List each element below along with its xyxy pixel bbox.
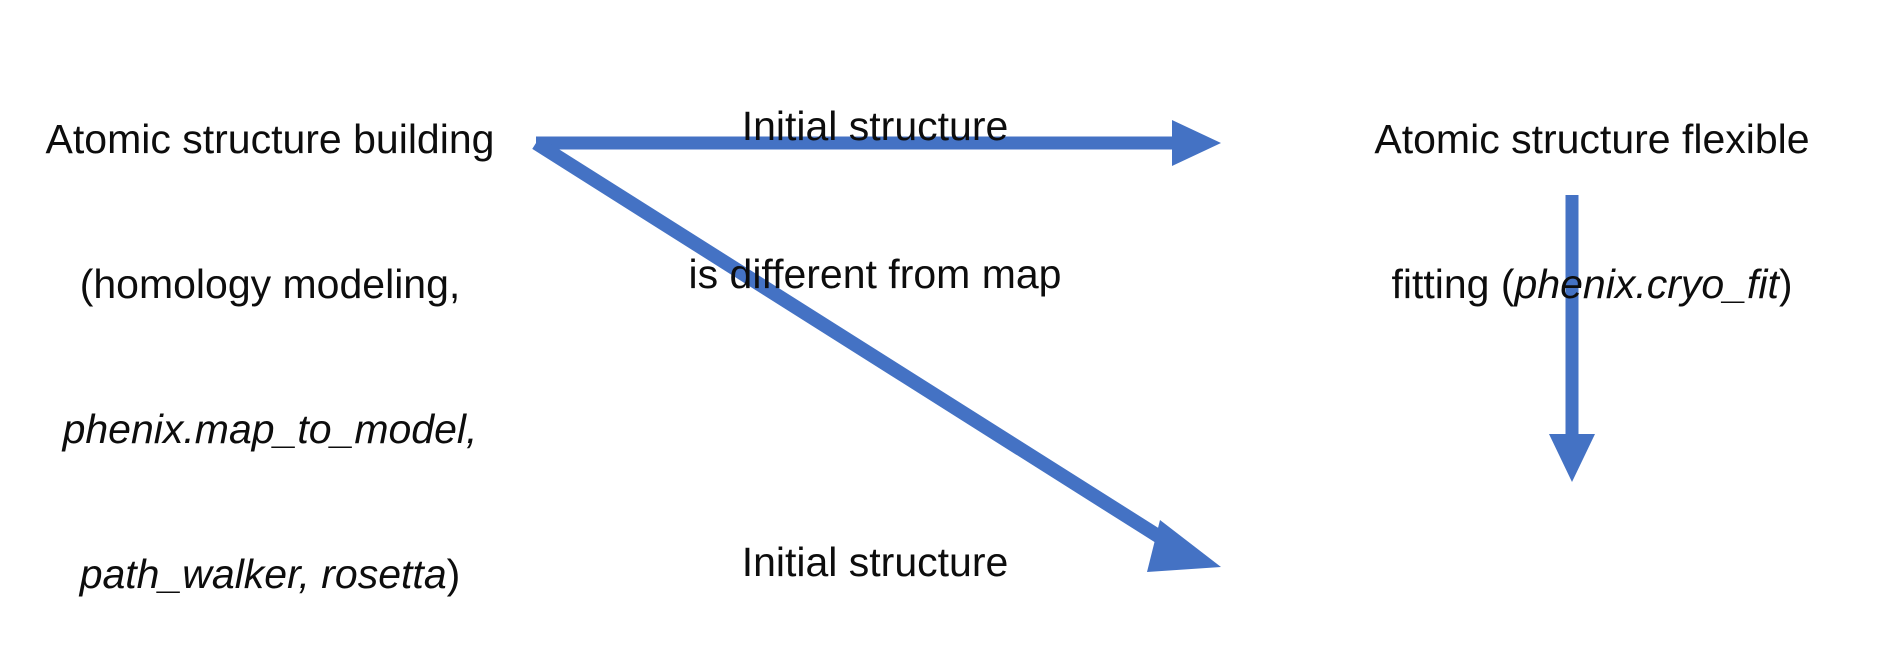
edge-label-different-line-2: is different from map	[688, 250, 1062, 297]
node-building-line-4-close: )	[446, 551, 461, 598]
node-building-line-1: Atomic structure building	[45, 115, 495, 162]
node-building-line-4: path_walker, rosetta)	[0, 550, 540, 598]
node-building-line-4-italic: path_walker, rosetta	[79, 551, 447, 598]
node-refinement-line-1: Atomic structure refinement	[1286, 659, 1884, 662]
node-atomic-structure-flexible-fitting: Atomic structure flexible fitting (pheni…	[1300, 18, 1884, 405]
node-flexible-fitting-command: phenix.cryo_fit	[1514, 260, 1779, 307]
edge-label-different-line-1: Initial structure	[741, 103, 1009, 150]
node-atomic-structure-building: Atomic structure building (homology mode…	[0, 18, 540, 662]
node-flexible-fitting-line-1: Atomic structure flexible	[1374, 115, 1810, 162]
node-flexible-fitting-prefix: fitting (	[1391, 260, 1515, 307]
node-building-line-3: phenix.map_to_model,	[62, 406, 478, 452]
edge-label-initial-structure-is-different-from-map: Initial structure is different from map	[640, 4, 1110, 398]
edge-label-initial-structure-is-similar-to-map: Initial structure is similar to map	[640, 440, 1110, 662]
node-flexible-fitting-suffix: )	[1778, 260, 1793, 307]
node-atomic-structure-refinement: Atomic structure refinement (phenix.real…	[1286, 562, 1884, 662]
node-building-line-2: (homology modeling,	[79, 260, 461, 307]
edge-label-similar-line-1: Initial structure	[741, 539, 1009, 586]
node-flexible-fitting-line-2: fitting (phenix.cryo_fit)	[1300, 260, 1884, 308]
